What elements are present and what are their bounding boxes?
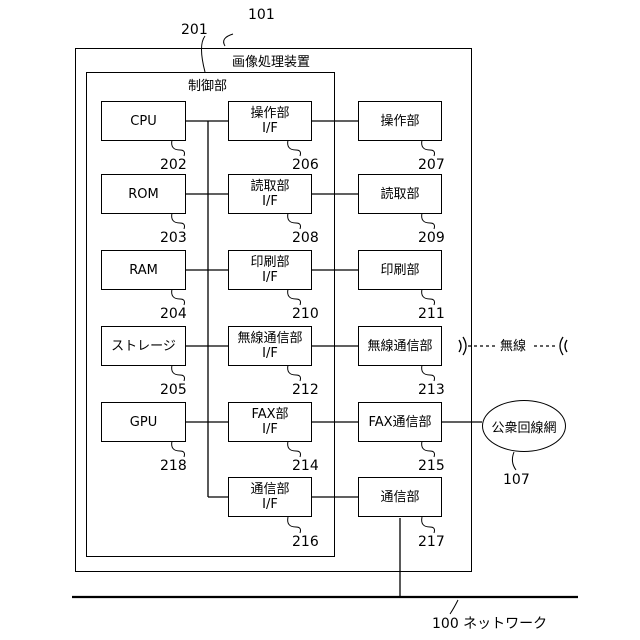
printer-if-box: 印刷部I/F	[228, 250, 312, 290]
gpu-label: GPU	[130, 415, 157, 430]
wireless-if-line2: I/F	[262, 346, 278, 361]
printer-if-ref: 210	[292, 306, 319, 322]
storage-label: ストレージ	[111, 339, 176, 354]
wireless-if-ref: 212	[292, 382, 319, 398]
fax-if-ref: 214	[292, 458, 319, 474]
ram-label: RAM	[129, 263, 158, 278]
rom-ref: 203	[160, 230, 187, 246]
network-label: 100 ネットワーク	[432, 617, 547, 632]
reader-unit-label: 読取部	[380, 187, 419, 202]
reader-if-line2: I/F	[262, 194, 278, 209]
comm-unit-box: 通信部	[358, 477, 442, 517]
public-line-ref: 107	[503, 472, 530, 488]
wireless-if-box: 無線通信部I/F	[228, 326, 312, 366]
controller-title: 制御部	[188, 79, 227, 94]
comm-if-line2: I/F	[262, 497, 278, 512]
gpu-box: GPU	[101, 402, 186, 442]
reader-unit-box: 読取部	[358, 174, 442, 214]
fax-unit-box: FAX通信部	[358, 402, 442, 442]
printer-unit-label: 印刷部	[380, 263, 419, 278]
wireless-unit-label: 無線通信部	[367, 339, 432, 354]
printer-unit-ref: 211	[418, 306, 445, 322]
controller-ref: 201	[181, 22, 208, 38]
wireless-unit-ref: 213	[418, 382, 445, 398]
operation-if-line1: 操作部	[250, 106, 289, 121]
ram-ref: 204	[160, 306, 187, 322]
comm-if-ref: 216	[292, 534, 319, 550]
fax-unit-ref: 215	[418, 458, 445, 474]
operation-unit-label: 操作部	[380, 114, 419, 129]
comm-if-line1: 通信部	[250, 482, 289, 497]
operation-if-line2: I/F	[262, 121, 278, 136]
printer-if-line2: I/F	[262, 270, 278, 285]
cpu-ref: 202	[160, 157, 187, 173]
rom-label: ROM	[128, 187, 158, 202]
printer-if-line1: 印刷部	[250, 255, 289, 270]
fax-if-line1: FAX部	[251, 407, 288, 422]
public-line-label: 公衆回線網	[491, 417, 556, 436]
reader-if-box: 読取部I/F	[228, 174, 312, 214]
reader-if-line1: 読取部	[250, 179, 289, 194]
comm-unit-ref: 217	[418, 534, 445, 550]
printer-unit-box: 印刷部	[358, 250, 442, 290]
fax-unit-label: FAX通信部	[368, 415, 431, 430]
storage-ref: 205	[160, 382, 187, 398]
fax-if-line2: I/F	[262, 422, 278, 437]
public-line-oval: 公衆回線網	[482, 400, 566, 452]
cpu-label: CPU	[130, 114, 156, 129]
operation-unit-box: 操作部	[358, 101, 442, 141]
comm-unit-label: 通信部	[380, 490, 419, 505]
device-ref: 101	[248, 7, 275, 23]
wireless-unit-box: 無線通信部	[358, 326, 442, 366]
rom-box: ROM	[101, 174, 186, 214]
operation-if-box: 操作部I/F	[228, 101, 312, 141]
storage-box: ストレージ	[101, 326, 186, 366]
ram-box: RAM	[101, 250, 186, 290]
operation-if-ref: 206	[292, 157, 319, 173]
wireless-if-line1: 無線通信部	[237, 331, 302, 346]
comm-if-box: 通信部I/F	[228, 477, 312, 517]
gpu-ref: 218	[160, 458, 187, 474]
fax-if-box: FAX部I/F	[228, 402, 312, 442]
operation-unit-ref: 207	[418, 157, 445, 173]
cpu-box: CPU	[101, 101, 186, 141]
device-title: 画像処理装置	[232, 55, 310, 70]
reader-if-ref: 208	[292, 230, 319, 246]
reader-unit-ref: 209	[418, 230, 445, 246]
wireless-label: 無線	[500, 339, 526, 354]
